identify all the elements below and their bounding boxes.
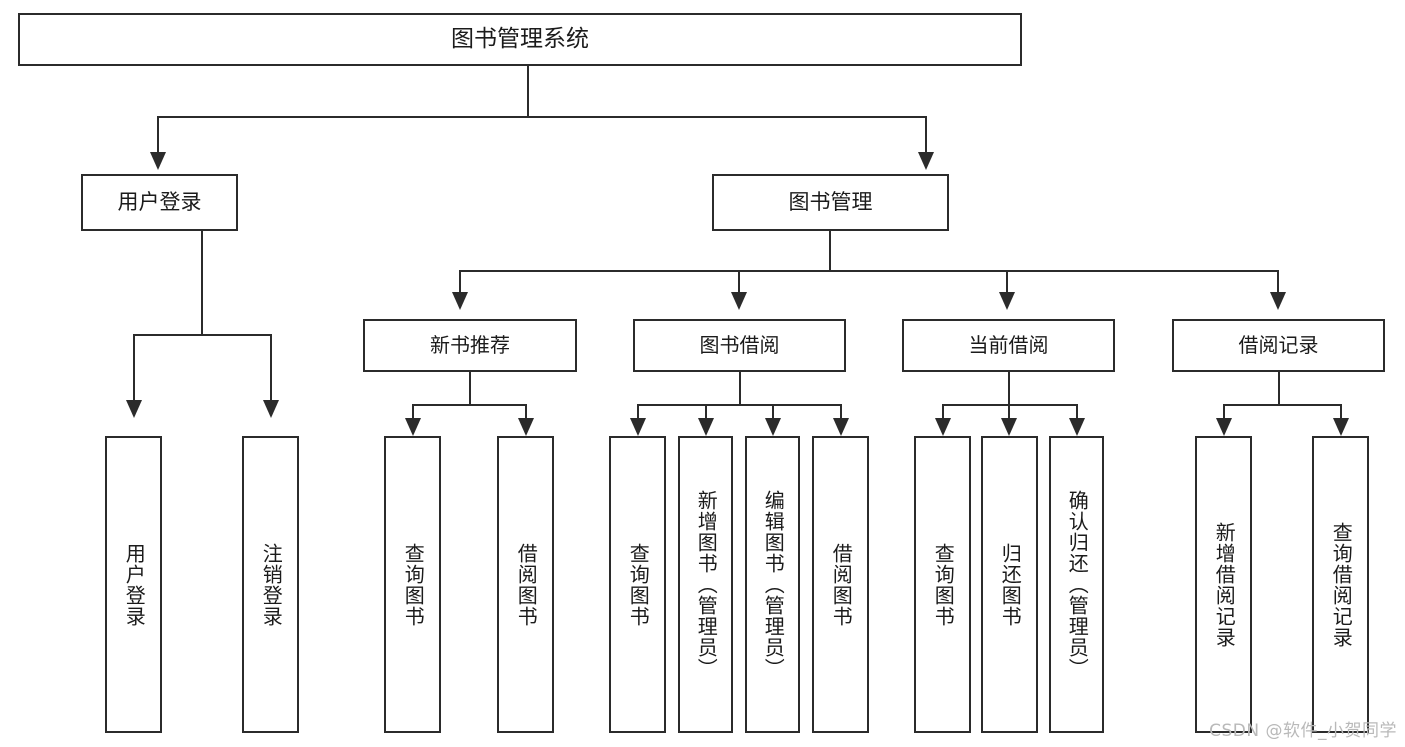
node-book-management-label: 图书管理 (788, 190, 873, 215)
arrowhead-leaf-user-login (126, 400, 142, 418)
connector-cb-drop-3 (1076, 404, 1078, 420)
arrowhead-leaf-borrow-book-1 (518, 418, 534, 436)
node-borrow-record-label: 借阅记录 (1238, 332, 1319, 357)
node-leaf-query-borrow-record[interactable]: 查询借阅记录 (1312, 436, 1369, 733)
connector-cb-bar (942, 404, 1078, 406)
connector-nbr-stem (469, 372, 471, 405)
connector-book-management-stem (829, 231, 831, 271)
connector-br-drop-2 (1340, 404, 1342, 420)
node-current-borrow[interactable]: 当前借阅 (902, 319, 1115, 372)
arrowhead-to-book-management (918, 152, 934, 170)
connector-user-login-drop-2 (270, 334, 272, 402)
connector-cb-stem (1008, 372, 1010, 405)
arrowhead-leaf-query-book-3 (935, 418, 951, 436)
node-leaf-add-book[interactable]: 新增图书（管理员） (678, 436, 733, 733)
arrowhead-borrow-record (1270, 292, 1286, 310)
node-leaf-add-book-label: 新增图书（管理员） (694, 490, 719, 679)
connector-bm-drop-3 (1006, 270, 1008, 295)
connector-bb-stem (739, 372, 741, 405)
node-leaf-query-book-2[interactable]: 查询图书 (609, 436, 666, 733)
connector-bb-drop-1 (637, 404, 639, 420)
arrowhead-leaf-return-book (1001, 418, 1017, 436)
node-leaf-confirm-return[interactable]: 确认归还（管理员） (1049, 436, 1104, 733)
connector-bm-drop-1 (459, 270, 461, 295)
node-leaf-return-book[interactable]: 归还图书 (981, 436, 1038, 733)
node-leaf-add-borrow-record[interactable]: 新增借阅记录 (1195, 436, 1252, 733)
connector-nbr-drop-2 (525, 404, 527, 420)
connector-root-bar (157, 116, 927, 118)
node-current-borrow-label: 当前借阅 (968, 332, 1049, 357)
node-root-system-label: 图书管理系统 (451, 25, 589, 52)
connector-user-login-drop-1 (133, 334, 135, 402)
node-user-login-label: 用户登录 (117, 190, 202, 215)
connector-bm-drop-4 (1277, 270, 1279, 295)
connector-user-login-bar (133, 334, 272, 336)
node-leaf-user-login-label: 用户登录 (122, 542, 147, 627)
node-leaf-add-borrow-record-label: 新增借阅记录 (1212, 521, 1237, 648)
connector-book-management-bar (459, 270, 1279, 272)
connector-bm-drop-2 (738, 270, 740, 295)
connector-br-drop-1 (1223, 404, 1225, 420)
connector-bb-bar (637, 404, 842, 406)
arrowhead-leaf-borrow-book-2 (833, 418, 849, 436)
connector-cb-drop-1 (942, 404, 944, 420)
node-leaf-query-book-2-label: 查询图书 (626, 542, 651, 627)
arrowhead-to-user-login (150, 152, 166, 170)
node-book-borrow-label: 图书借阅 (699, 332, 780, 357)
connector-nbr-bar (412, 404, 527, 406)
connector-cb-drop-2 (1008, 404, 1010, 420)
node-leaf-query-borrow-record-label: 查询借阅记录 (1329, 521, 1354, 648)
node-new-book-recommend[interactable]: 新书推荐 (363, 319, 577, 372)
connector-bb-drop-3 (772, 404, 774, 420)
connector-root-right-drop (925, 116, 927, 154)
connector-root-stem (527, 66, 529, 117)
node-leaf-return-book-label: 归还图书 (998, 542, 1023, 627)
node-book-management[interactable]: 图书管理 (712, 174, 949, 231)
arrowhead-leaf-edit-book (765, 418, 781, 436)
connector-br-bar (1223, 404, 1341, 406)
node-leaf-edit-book[interactable]: 编辑图书（管理员） (745, 436, 800, 733)
arrowhead-leaf-add-borrow-record (1216, 418, 1232, 436)
node-leaf-user-login[interactable]: 用户登录 (105, 436, 162, 733)
node-borrow-record[interactable]: 借阅记录 (1172, 319, 1385, 372)
node-book-borrow[interactable]: 图书借阅 (633, 319, 846, 372)
node-new-book-recommend-label: 新书推荐 (430, 332, 510, 357)
arrowhead-leaf-query-book-1 (405, 418, 421, 436)
node-leaf-confirm-return-label: 确认归还（管理员） (1065, 490, 1090, 679)
arrowhead-current-borrow (999, 292, 1015, 310)
watermark-csdn: CSDN @软件_小贺同学 (1209, 721, 1397, 741)
node-leaf-query-book-1-label: 查询图书 (401, 542, 426, 627)
node-leaf-logout-login-label: 注销登录 (259, 542, 284, 627)
arrowhead-leaf-query-borrow-record (1333, 418, 1349, 436)
arrowhead-leaf-logout-login (263, 400, 279, 418)
connector-bb-drop-4 (840, 404, 842, 420)
node-leaf-query-book-3[interactable]: 查询图书 (914, 436, 971, 733)
node-user-login[interactable]: 用户登录 (81, 174, 238, 231)
connector-bb-drop-2 (705, 404, 707, 420)
arrowhead-leaf-query-book-2 (630, 418, 646, 436)
node-leaf-logout-login[interactable]: 注销登录 (242, 436, 299, 733)
node-leaf-query-book-3-label: 查询图书 (931, 542, 956, 627)
arrowhead-book-borrow (731, 292, 747, 310)
node-leaf-borrow-book-1-label: 借阅图书 (514, 542, 539, 627)
connector-root-left-drop (157, 116, 159, 154)
connector-user-login-stem (201, 231, 203, 335)
node-leaf-borrow-book-2[interactable]: 借阅图书 (812, 436, 869, 733)
arrowhead-new-book-recommend (452, 292, 468, 310)
node-root-system[interactable]: 图书管理系统 (18, 13, 1022, 66)
node-leaf-query-book-1[interactable]: 查询图书 (384, 436, 441, 733)
arrowhead-leaf-confirm-return (1069, 418, 1085, 436)
arrowhead-leaf-add-book (698, 418, 714, 436)
node-leaf-edit-book-label: 编辑图书（管理员） (761, 490, 786, 679)
connector-nbr-drop-1 (412, 404, 414, 420)
node-leaf-borrow-book-2-label: 借阅图书 (829, 542, 854, 627)
connector-br-stem (1278, 372, 1280, 405)
node-leaf-borrow-book-1[interactable]: 借阅图书 (497, 436, 554, 733)
